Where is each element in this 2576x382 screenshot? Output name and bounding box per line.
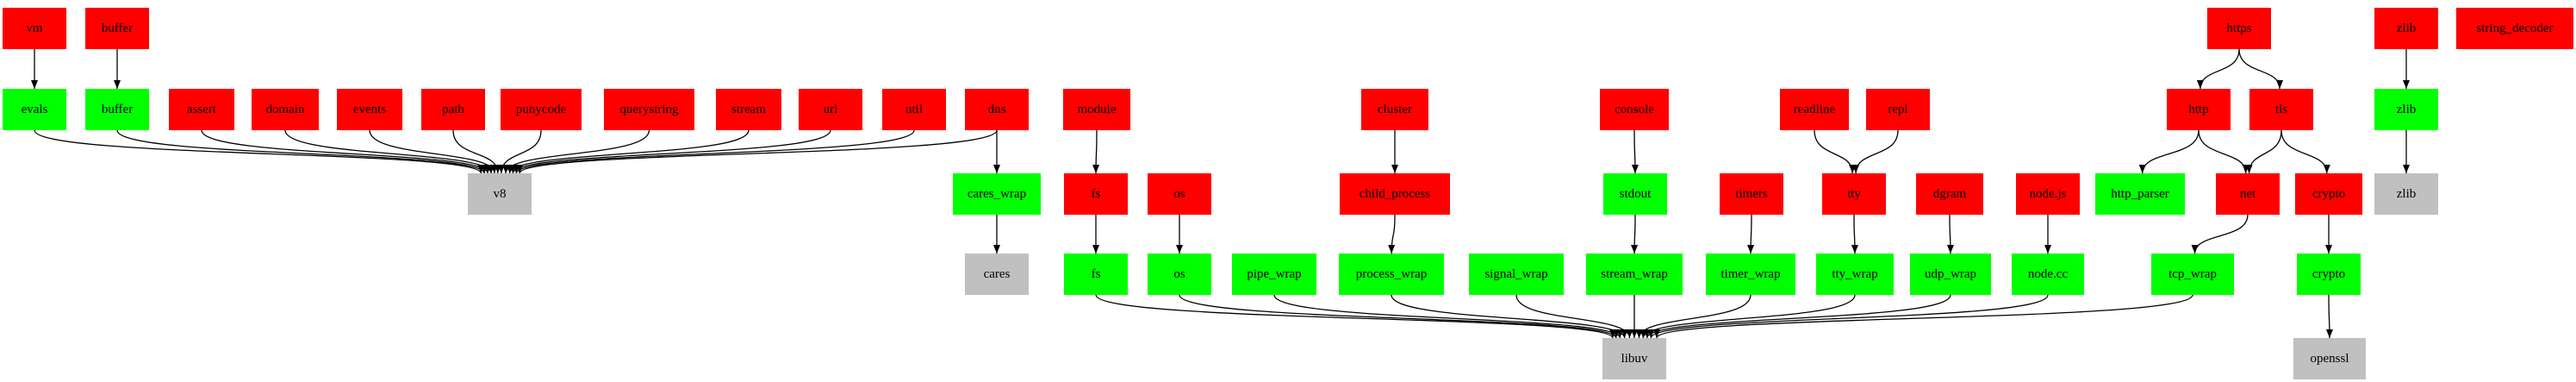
node-buffer-js: buffer [85, 8, 149, 49]
node-crypto-js: crypto [2295, 173, 2362, 215]
node-child-process: child_process [1340, 173, 1450, 215]
node-string-decoder: string_decoder [2456, 8, 2573, 49]
node-timer-wrap: timer_wrap [1706, 254, 1795, 295]
node-timers: timers [1720, 173, 1783, 215]
edge-https-to-http [2196, 48, 2240, 90]
edge-evals-to-v8 [34, 129, 485, 174]
node-util: util [882, 89, 946, 130]
node-fs-cc: fs [1064, 254, 1128, 295]
edge-buffer-cc-to-v8 [116, 129, 488, 174]
node-https: https [2207, 8, 2271, 49]
node-http: http [2167, 89, 2231, 130]
node-tls: tls [2249, 89, 2313, 130]
edge-crypto-cc-to-openssl [2325, 294, 2333, 339]
edge-dgram-to-udp-wrap [1946, 214, 1954, 254]
edge-console-to-stdout [1631, 129, 1639, 174]
node-libuv: libuv [1602, 338, 1666, 379]
node-fs-js: fs [1064, 173, 1128, 215]
node-stream: stream [716, 89, 781, 130]
node-v8: v8 [468, 173, 532, 215]
edge-udp-wrap-to-libuv [1643, 294, 1951, 339]
edge-os-cc-to-libuv [1179, 294, 1620, 339]
edge-timers-to-timer-wrap [1747, 214, 1755, 254]
node-querystring: querystring [604, 89, 694, 130]
node-http-parser: http_parser [2095, 173, 2185, 215]
edge-http-to-http-parser [2138, 129, 2200, 174]
node-buffer-cc: buffer [85, 89, 149, 130]
node-openssl: openssl [2293, 338, 2366, 379]
node-cares: cares [965, 254, 1029, 295]
edge-fs-cc-to-libuv [1095, 294, 1616, 339]
node-punycode: punycode [501, 89, 582, 130]
node-tty-wrap: tty_wrap [1816, 254, 1894, 295]
node-readline: readline [1780, 89, 1849, 130]
edge-assert-to-v8 [201, 129, 492, 174]
edge-tls-to-crypto-js [2280, 129, 2330, 174]
node-tty-js: tty [1822, 173, 1886, 215]
node-nodecc: node.cc [2012, 254, 2084, 295]
node-signal-wrap: signal_wrap [1469, 254, 1564, 295]
node-zlib-dep: zlib [2374, 173, 2438, 215]
node-path: path [421, 89, 485, 130]
edge-readline-to-tty-js [1814, 129, 1857, 174]
edge-signal-wrap-to-libuv [1515, 294, 1633, 339]
node-tcp-wrap: tcp_wrap [2151, 254, 2234, 295]
node-vm: vm [3, 8, 66, 49]
node-console: console [1600, 89, 1669, 130]
node-module: module [1063, 89, 1130, 130]
node-stream-wrap: stream_wrap [1586, 254, 1683, 295]
edge-dns-to-v8 [516, 129, 998, 174]
node-zlib-cc: zlib [2374, 89, 2438, 130]
edge-domain-to-v8 [284, 129, 495, 174]
edge-repl-to-tty-js [1852, 129, 1899, 174]
edge-util-to-v8 [513, 129, 915, 174]
edge-tty-js-to-tty-wrap [1851, 214, 1858, 254]
edge-pipe-wrap-to-libuv [1273, 294, 1624, 339]
edge-https-to-tls [2238, 48, 2284, 90]
node-pipe-wrap: pipe_wrap [1232, 254, 1316, 295]
node-stdout: stdout [1603, 173, 1667, 215]
node-zlib-js: zlib [2374, 8, 2438, 49]
node-udp-wrap: udp_wrap [1910, 254, 1991, 295]
edge-http-to-net [2198, 129, 2249, 174]
edge-process-wrap-to-libuv [1391, 294, 1628, 339]
edge-path-to-v8 [452, 129, 501, 174]
node-dns: dns [965, 89, 1029, 130]
node-assert: assert [169, 89, 234, 130]
edge-child-process-to-process-wrap [1388, 214, 1396, 254]
edge-tls-to-net [2245, 129, 2282, 174]
node-process-wrap: process_wrap [1339, 254, 1444, 295]
edge-module-to-fs-js [1092, 129, 1100, 174]
edge-tcp-wrap-to-libuv [1653, 294, 2193, 339]
node-url: url [799, 89, 862, 130]
edge-nodecc-to-libuv [1647, 294, 2049, 339]
edge-stdout-to-stream-wrap [1631, 214, 1639, 254]
node-cluster: cluster [1361, 89, 1428, 130]
node-evals: evals [3, 89, 66, 130]
node-repl: repl [1866, 89, 1930, 130]
node-events: events [337, 89, 402, 130]
node-os-js: os [1148, 173, 1211, 215]
node-os-cc: os [1148, 254, 1211, 295]
node-dgram: dgram [1916, 173, 1983, 215]
node-net: net [2216, 173, 2280, 215]
node-domain: domain [252, 89, 319, 130]
edge-url-to-v8 [509, 129, 831, 174]
edge-net-to-tcp-wrap [2191, 214, 2249, 254]
node-crypto-cc: crypto [2297, 254, 2361, 295]
node-cares-wrap: cares_wrap [953, 173, 1041, 215]
edge-stream-to-v8 [506, 129, 750, 174]
edge-events-to-v8 [369, 129, 498, 174]
node-nodejs: node.js [2016, 173, 2080, 215]
